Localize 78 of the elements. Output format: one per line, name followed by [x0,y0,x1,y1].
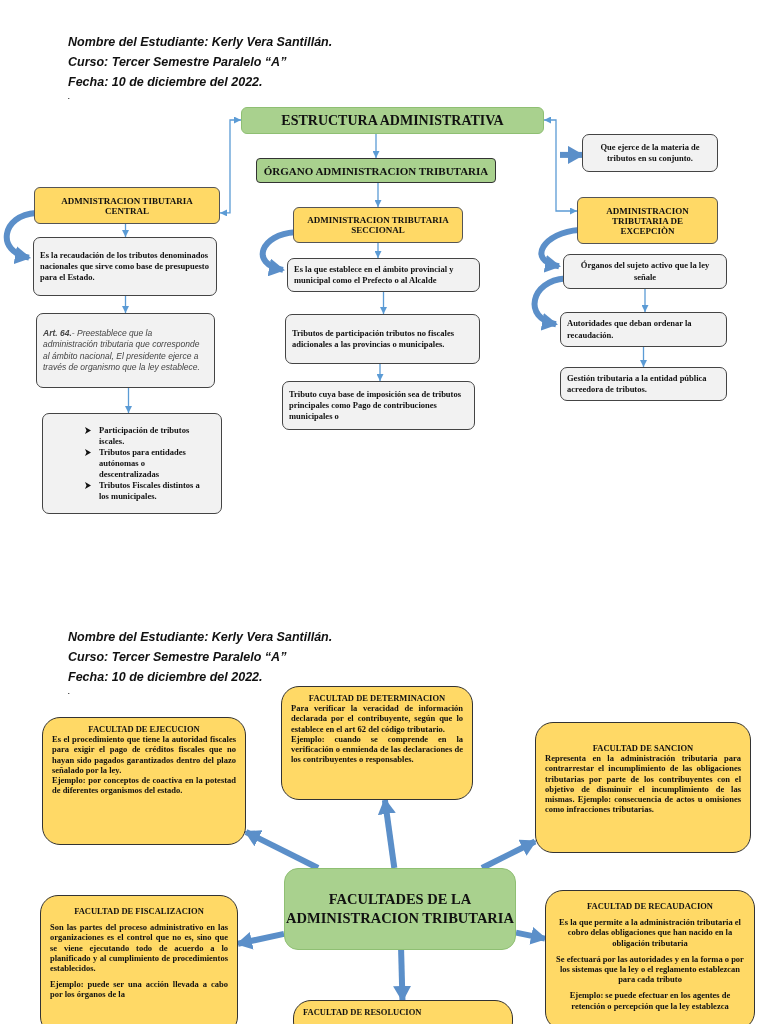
box-text: Órganos del sujeto activo que la ley señale [579,260,711,283]
title-box [284,868,516,950]
header-text: Nombre del Estudiante: Kerly Vera Santillán. [68,630,333,644]
description-box [36,313,215,388]
box-title: ADMINISTRACION TRIBUTARIA SECCIONAL [306,215,450,235]
box-text: FACULTAD DE RESOLUCION [303,1007,423,1018]
description-box [560,312,727,347]
box-text: Representa en la administración tributaria para contrarrestar el incumplimiento de las obligaciones tributarias por parte de los contribuyentes con el objetivo de disminuir el incumplimiento de las mismas. Ejemplo: consecuencia de actos u omisiones como infracciones tributarias. [545,753,741,815]
block-arrow [236,930,285,950]
box-text: Es la recaudación de los tributos denominados nacionales que sirve como base de presupuesto para el Estado. [40,249,210,284]
category-box [40,895,238,1024]
box-heading: FACULTAD DE DETERMINACION [307,693,447,704]
box-title: FACULTADES DE LA ADMINISTRACION TRIBUTARIA [285,890,515,928]
header-text: Curso: Tercer Semestre Paralelo “A” [68,650,287,664]
title-box [256,158,496,183]
box-title: ESTRUCTURA ADMINISTRATIVA [280,112,505,129]
arrow [122,223,129,238]
list-item: Tributos Fiscales distintos a los municipales. [99,480,201,503]
box-text: Es la que permite a la administración tributaria el cobro delas obligaciones que han nacido en la obligación tributaria [558,917,742,948]
box-text: Ejemplo: se puede efectuar en los agentes de retención o percepción que la ley establezca [568,990,732,1011]
box-text: Ejemplo: puede ser una acción llevada a cabo por los órganos de la [50,979,228,1000]
box-text: Para verificar la veracidad de información declarada por el contribuyente, según que lo establece en el art 62 del código tributario. [291,703,463,734]
box-text: Art. 64.- Preestablece que la administración tributaria que corresponde al ámbito nacional, El presidente ejerce a través de organismo que la ley establece. [43,328,201,373]
arrow [374,242,382,259]
arrow [641,288,649,313]
arrow [376,363,384,382]
arrow [122,295,129,314]
category-box [42,717,246,845]
category-box [34,187,220,224]
box-text: Tributos de participación tributos no fiscales adicionales a las provincias o municipales. [292,327,456,351]
header-text: Fecha: 10 de diciembre del 2022. [68,670,263,684]
box-text: Es el procedimiento que tiene la autoridad fiscales para exigir el pago de créditos fiscales que no hayan sido pagados garantizados dentro del plazo señalado por la ley. [52,734,236,775]
box-heading: FACULTAD DE RECAUDACION [586,901,714,912]
box-text: Ejemplo: por conceptos de coactiva en la potestad de diferentes organismos del estado. [52,774,236,796]
box-text: Gestión tributaria a la entidad pública acreedora de tributos. [567,372,708,396]
header-text: Nombre del Estudiante: Kerly Vera Santillán. [68,35,333,49]
description-box [33,237,217,296]
box-title: ADMINISTRACION TRIBUTARIA DE EXCEPCIÒN [605,205,690,236]
description-box [42,413,222,514]
box-heading: FACULTAD DE SANCION [591,743,695,754]
box-text: Son las partes del proceso administrativo en las organizaciones es el control que no es, sino que se viene ejecutando todo de acuerdo a lo planificado y al cumplimiento de procedimientos establecidos. [50,922,228,974]
block-arrow [560,145,584,164]
box-text: Tributo cuya base de imposición sea de tributos principales como Pago de contribuciones municipales o [289,388,462,423]
box-text: Es la que establece en el ámbito provincial y municipal como el Prefecto o al Alcalde [294,263,455,287]
category-box [577,197,718,244]
description-box [560,367,727,401]
description-box [582,134,718,172]
category-box [293,207,463,243]
arrow [543,116,578,215]
box-text: Autoridades que deban ordenar la recaudación. [567,318,693,341]
arrow [380,291,387,315]
box-text: Que ejerce de la materia de tributos en su conjunto. [599,141,701,165]
block-arrow [393,949,412,1002]
list-item: Tributos para entidades autónomas o descentralizadas [99,446,187,481]
header-text: Curso: Tercer Semestre Paralelo “A” [68,55,287,69]
box-text: Se efectuará por las autoridades y en la forma o por los sistemas que la ley o el reglamento establezcan para cada tributo [555,953,745,985]
title-box [241,107,544,134]
box-heading: FACULTAD DE FISCALIZACION [73,906,205,917]
box-title: ÓRGANO ADMINISTRACION TRIBUTARIA [262,164,490,177]
description-box [287,258,480,292]
description-box [563,254,727,289]
box-title: ADMNISTRACION TIBUTARIA CENTRAL [60,195,194,216]
arrow [219,116,242,217]
header-text: Fecha: 10 de diciembre del 2022. [68,75,263,89]
category-box [281,686,473,800]
box-text: Ejemplo: cuando se comprende en la verificación o enmienda de las declaraciones de los contribuyentes o responsables. [291,733,463,765]
block-arrow [377,798,398,869]
arrow [125,387,132,414]
box-heading: FACULTAD DE EJECUCION [87,724,201,735]
arrow [372,133,380,159]
category-box [545,890,755,1024]
block-arrow [515,926,547,945]
list-item: Participación de tributos iscales. [99,424,191,447]
arrow [374,182,382,208]
category-box [535,722,751,853]
arrow [640,346,647,368]
description-box [285,314,480,364]
description-box [282,381,475,430]
